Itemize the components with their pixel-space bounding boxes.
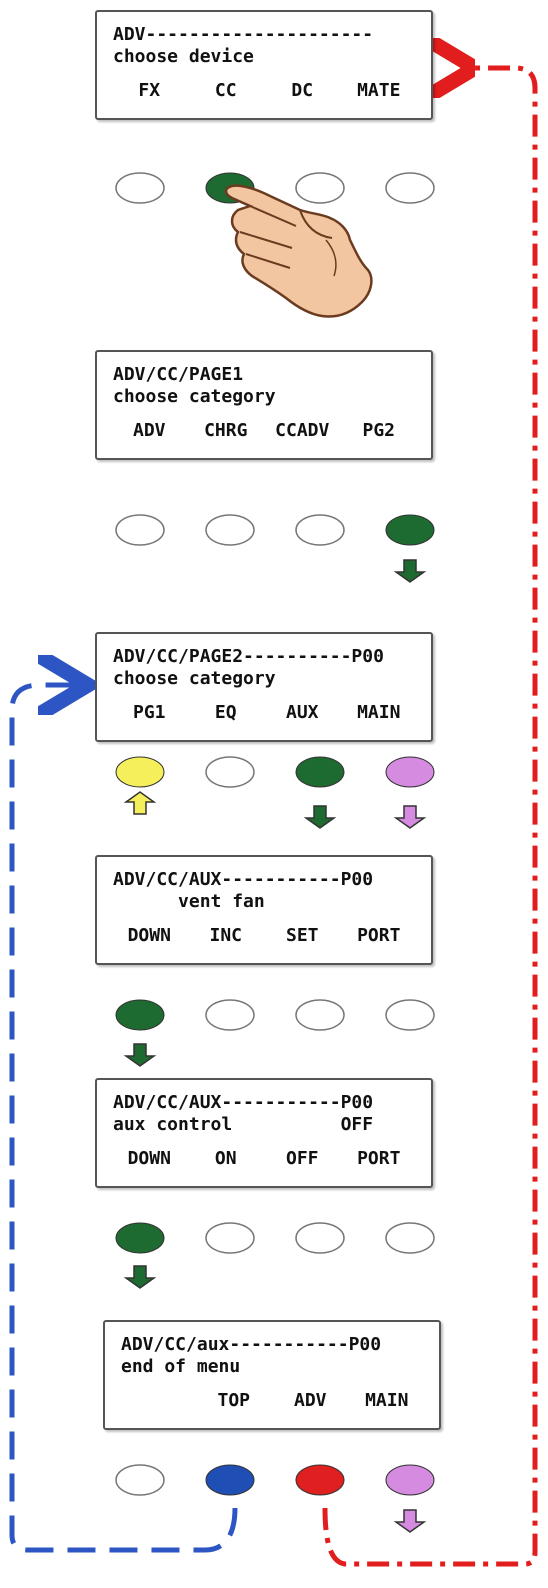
key-label-fx: FX	[138, 80, 161, 101]
soft-key-button-white[interactable]	[295, 172, 345, 204]
soft-key-button-white[interactable]	[115, 1464, 165, 1496]
lcd-screen-aux-control: ADV/CC/AUX-----------P00 aux control OFF…	[95, 1078, 433, 1188]
soft-key-button-white[interactable]	[205, 756, 255, 788]
key-label-chrg: CHRG	[204, 420, 248, 441]
buttons-layer	[115, 172, 435, 1496]
key-label-off: OFF	[285, 1148, 319, 1169]
key-label-pg1: PG1	[132, 702, 166, 723]
pointing-hand-icon	[224, 184, 373, 318]
soft-key-button-white[interactable]	[205, 999, 255, 1031]
key-label-adv: ADV	[132, 420, 166, 441]
soft-key-button-white[interactable]	[205, 1222, 255, 1254]
key-label-cc: CC	[214, 80, 237, 101]
soft-key-button-green[interactable]	[115, 999, 165, 1031]
soft-key-button-white[interactable]	[115, 514, 165, 546]
soft-key-button-green[interactable]	[385, 514, 435, 546]
screen-header: ADV---------------------	[113, 24, 374, 45]
key-label-ccadv: CCADV	[275, 420, 330, 441]
arrow-down-icon	[123, 1043, 157, 1067]
soft-key-labels: TOP ADV MAIN	[119, 1390, 425, 1412]
soft-key-button-green[interactable]	[115, 1222, 165, 1254]
soft-key-button-white[interactable]	[385, 172, 435, 204]
key-label-adv: ADV	[293, 1390, 327, 1411]
soft-key-button-white[interactable]	[295, 1222, 345, 1254]
arrow-down-icon	[393, 559, 427, 583]
arrow-down-icon	[393, 805, 427, 829]
screen-prompt: choose category	[113, 386, 276, 407]
soft-key-button-white[interactable]	[115, 172, 165, 204]
soft-key-button-blue[interactable]	[205, 1464, 255, 1496]
back-to-page2-line	[9, 685, 238, 1553]
soft-key-button-red[interactable]	[295, 1464, 345, 1496]
lcd-screen-cc-page2: ADV/CC/PAGE2----------P00 choose categor…	[95, 632, 433, 742]
lcd-screen-choose-device: ADV--------------------- choose device F…	[95, 10, 433, 120]
key-label-main: MAIN	[365, 1390, 409, 1411]
arrow-down-icon	[303, 805, 337, 829]
soft-key-labels: PG1 EQ AUX MAIN	[111, 702, 417, 724]
screen-prompt: choose device	[113, 46, 254, 67]
arrow-down-icon	[393, 1509, 427, 1533]
lcd-screen-end-of-menu: ADV/CC/aux-----------P00 end of menu TOP…	[103, 1320, 441, 1430]
key-label-top: TOP	[217, 1390, 250, 1411]
key-label-blank	[119, 1390, 196, 1412]
lcd-screen-aux-vent-fan: ADV/CC/AUX-----------P00 vent fan DOWN I…	[95, 855, 433, 965]
screen-header: ADV/CC/PAGE1	[113, 364, 244, 385]
key-label-mate: MATE	[357, 80, 401, 101]
screen-header: ADV/CC/PAGE2----------P00	[113, 646, 384, 667]
screen-prompt: aux control OFF	[113, 1114, 374, 1135]
screen-header: ADV/CC/AUX-----------P00	[113, 869, 374, 890]
key-label-aux: AUX	[285, 702, 319, 723]
screen-prompt: end of menu	[121, 1356, 241, 1377]
soft-key-button-white[interactable]	[385, 1222, 435, 1254]
soft-key-labels: ADV CHRG CCADV PG2	[111, 420, 417, 442]
key-label-port: PORT	[357, 1148, 401, 1169]
soft-key-labels: DOWN INC SET PORT	[111, 925, 417, 947]
arrow-down-icon	[123, 1265, 157, 1289]
arrow-up-icon	[123, 791, 157, 815]
arrows-layer	[123, 559, 427, 1533]
key-label-set: SET	[285, 925, 319, 946]
key-label-port: PORT	[357, 925, 401, 946]
soft-key-button-violet[interactable]	[385, 756, 435, 788]
key-label-inc: INC	[209, 925, 242, 946]
lcd-screen-cc-page1: ADV/CC/PAGE1 choose category ADV CHRG CC…	[95, 350, 433, 460]
soft-key-button-white[interactable]	[205, 514, 255, 546]
soft-key-button-yellow[interactable]	[115, 756, 165, 788]
key-label-down: DOWN	[127, 925, 171, 946]
screen-prompt: vent fan	[113, 891, 265, 912]
screen-header: ADV/CC/AUX-----------P00	[113, 1092, 374, 1113]
key-label-down: DOWN	[127, 1148, 171, 1169]
soft-key-button-white[interactable]	[295, 999, 345, 1031]
screen-header: ADV/CC/aux-----------P00	[121, 1334, 382, 1355]
soft-key-labels: DOWN ON OFF PORT	[111, 1148, 417, 1170]
key-label-on: ON	[214, 1148, 237, 1169]
key-label-pg2: PG2	[362, 420, 395, 441]
key-label-main: MAIN	[357, 702, 401, 723]
soft-key-button-white[interactable]	[295, 514, 345, 546]
soft-key-button-green[interactable]	[295, 756, 345, 788]
soft-key-labels: FX CC DC MATE	[111, 80, 417, 102]
soft-key-button-violet[interactable]	[385, 1464, 435, 1496]
soft-key-button-white[interactable]	[385, 999, 435, 1031]
key-label-dc: DC	[291, 80, 314, 101]
key-label-eq: EQ	[214, 702, 237, 723]
screen-prompt: choose category	[113, 668, 276, 689]
